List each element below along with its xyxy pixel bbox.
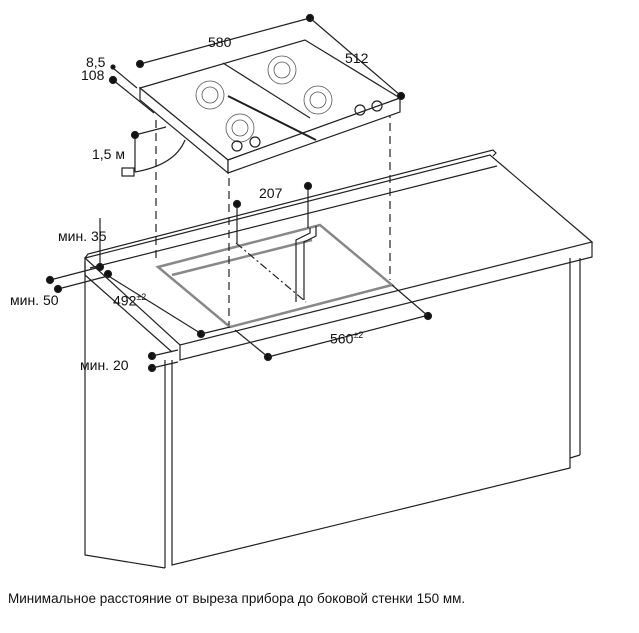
connection-offset-label: 207 [259,185,283,201]
cable-length-label: 1,5 м [92,146,125,162]
hob [138,39,402,175]
hob-top-height-label: 8,5 [86,54,106,70]
gas-pipe [235,226,317,303]
min-front-label: мин. 20 [80,357,129,373]
countertop [83,149,594,361]
hob-depth-label: 512 [345,50,369,66]
projection-lines [155,110,391,325]
cutout-width-label: 560±2 [330,330,364,347]
hob-total-height-label: 108 [81,67,105,83]
cabinet [84,258,581,569]
power-cable [121,139,186,177]
caption: Минимальное расстояние от выреза прибора… [8,591,466,606]
dimension-lines [45,13,433,373]
min-side-label: мин. 50 [10,292,59,308]
cutout-depth-label: 492±2 [113,292,147,309]
hob-width-label: 580 [208,34,232,50]
min-back-label: мин. 35 [58,228,107,244]
